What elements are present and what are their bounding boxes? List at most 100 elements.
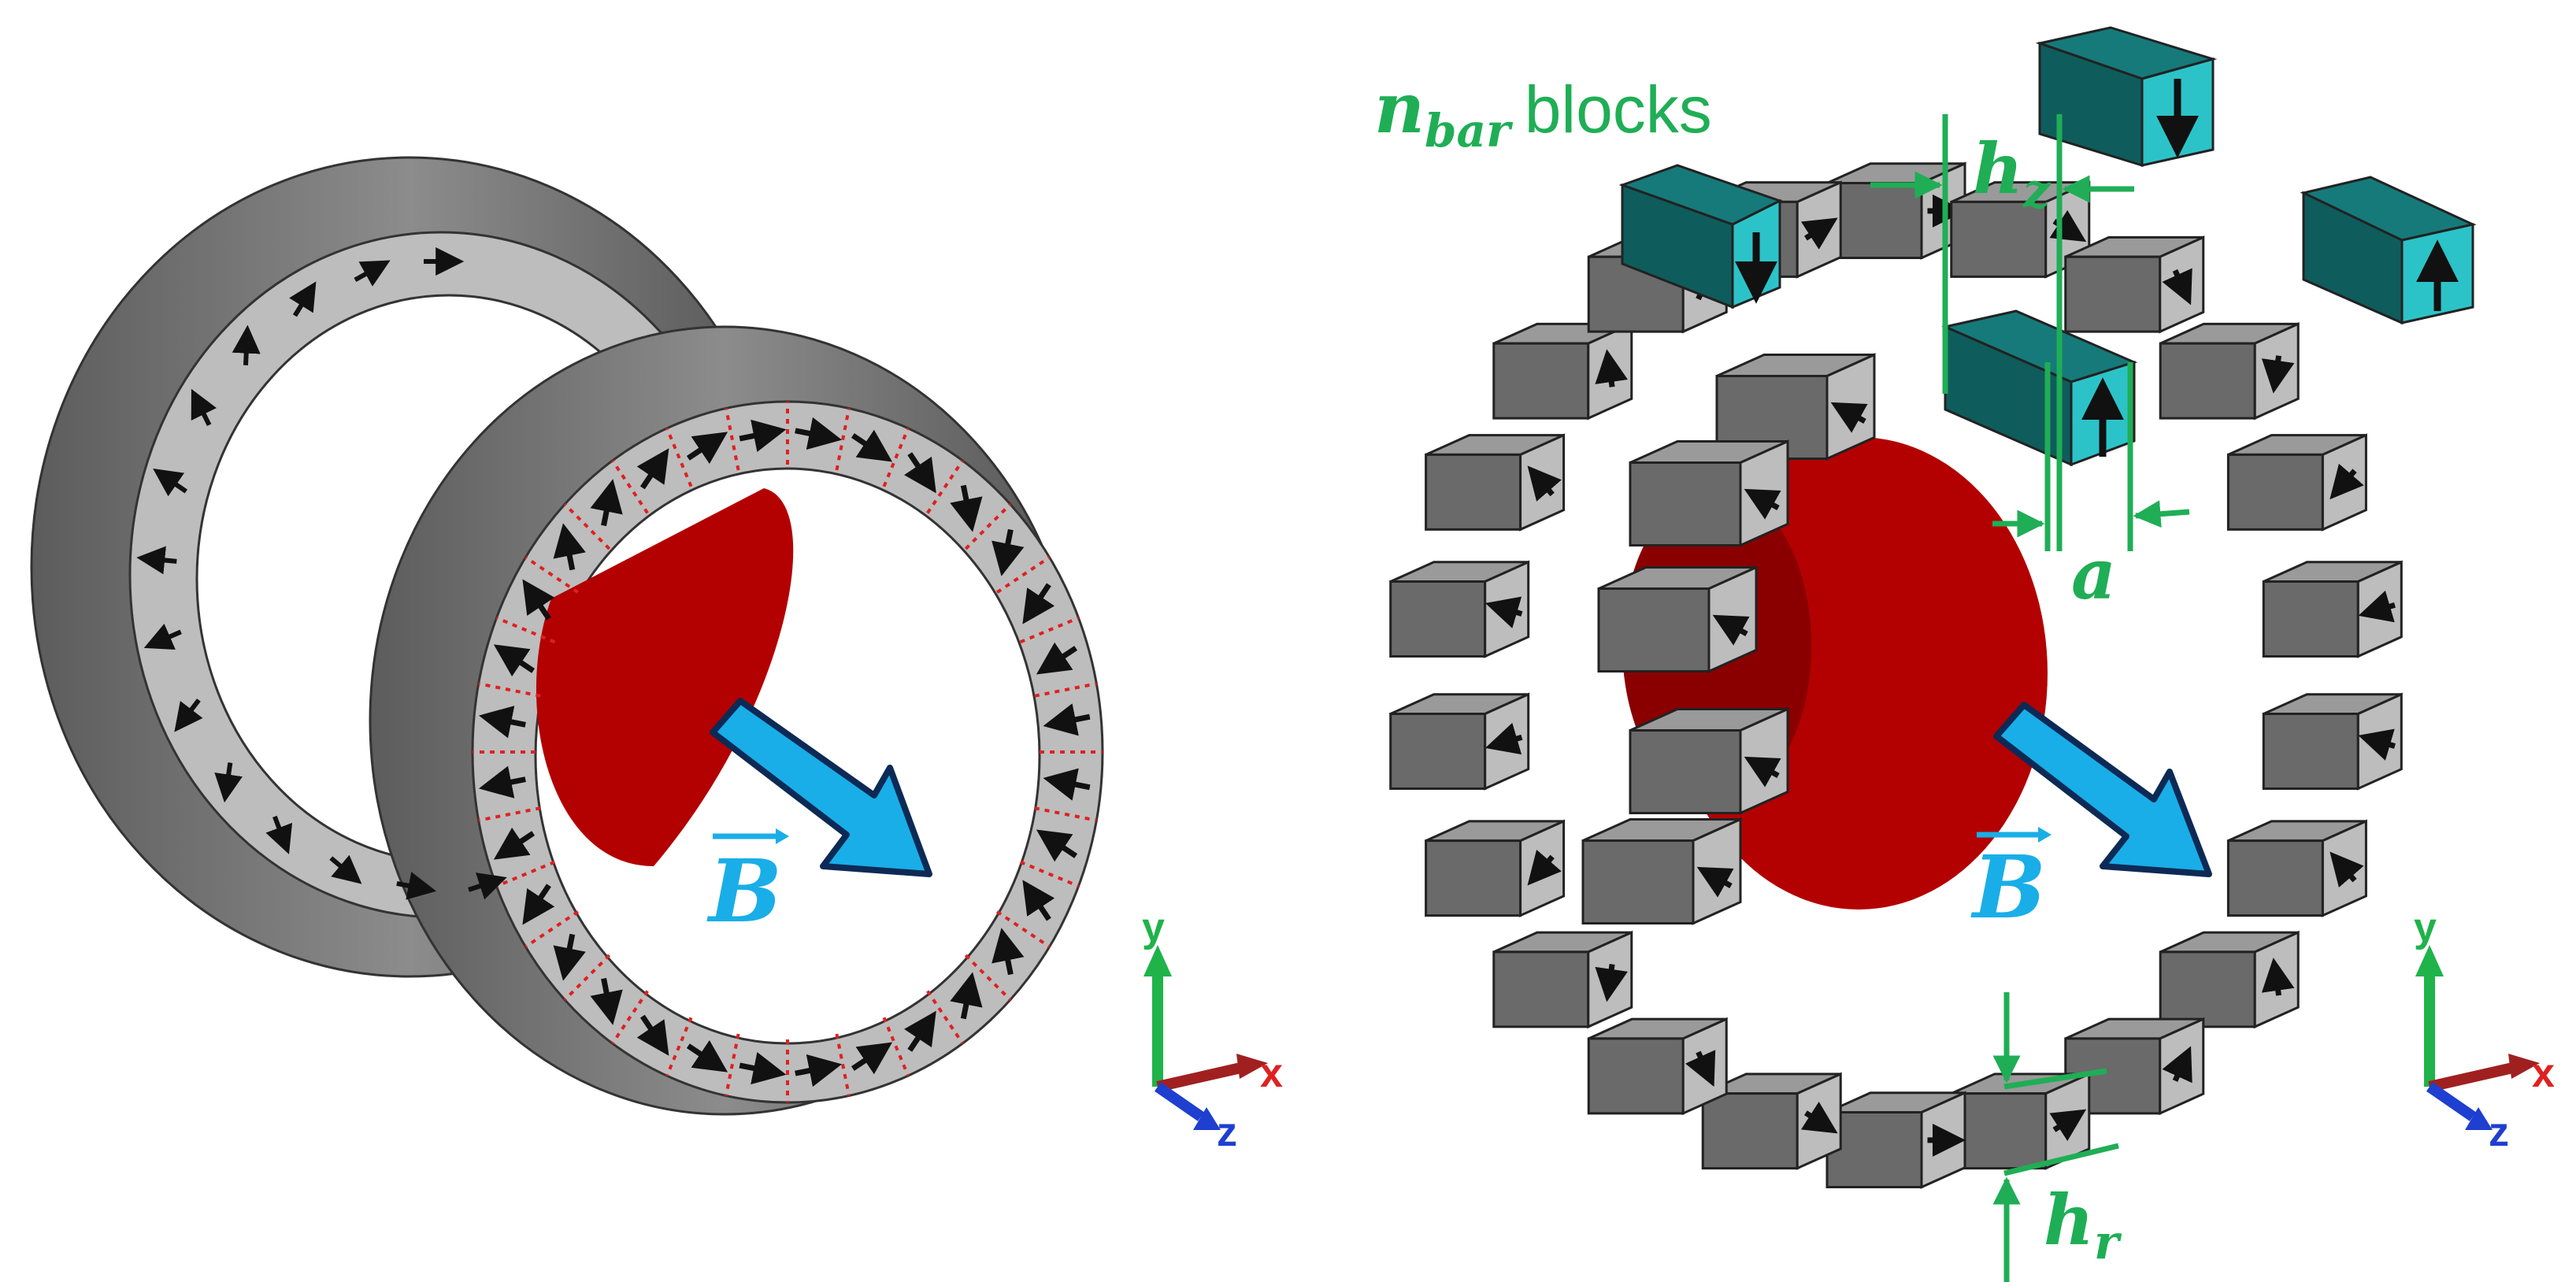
magnetization-arrow-icon	[1744, 756, 1781, 787]
nbar-suffix: blocks	[1525, 72, 1712, 146]
segment-divider	[495, 616, 556, 644]
continuous-halbach-rings: B y x z	[30, 156, 1283, 1155]
sphere-left-front	[536, 488, 794, 866]
magnet-block	[1425, 433, 1566, 532]
magnetization-arrow-icon	[795, 1054, 843, 1087]
magnet-block	[1701, 1072, 1842, 1170]
segment-divider	[611, 990, 649, 1045]
axis-y-label: y	[1142, 905, 1165, 950]
magnetization-arrow-icon	[2358, 590, 2396, 623]
magnet-block	[1389, 692, 1530, 791]
magnetization-arrow-icon	[739, 419, 787, 453]
field-arrow-icon	[710, 698, 932, 877]
segment-divider	[725, 1033, 740, 1096]
magnetization-arrow-icon	[739, 1051, 787, 1085]
magnetization-arrow-icon	[191, 388, 217, 427]
magnetization-arrow-icon	[1595, 963, 1629, 1002]
magnetization-arrow-icon	[851, 429, 893, 462]
magnet-block	[1425, 819, 1566, 917]
segment-divider	[882, 1017, 910, 1076]
magnetization-arrow-icon	[1696, 866, 1734, 898]
segment-divider	[524, 910, 580, 948]
segment-divider	[1034, 806, 1097, 822]
axis-triad-icon: y x z	[1142, 905, 1283, 1155]
magnetization-arrow-icon	[1712, 614, 1750, 646]
segment-divider	[1034, 682, 1097, 698]
magnet-block	[1950, 1072, 2091, 1170]
magnetization-arrow-icon	[468, 873, 507, 900]
magnetization-arrow-icon	[174, 698, 203, 732]
magnetization-arrow-icon	[991, 928, 1025, 976]
magnetization-arrow-icon	[1022, 583, 1055, 624]
magnet-block	[1629, 707, 1789, 815]
nbar-symbol: n	[1374, 67, 1425, 149]
magnetization-arrow-icon	[904, 1010, 936, 1052]
magnetization-arrow-icon	[686, 1039, 728, 1073]
segment-divider	[1019, 860, 1080, 888]
magnetization-arrow-icon	[232, 324, 261, 365]
magnetization-arrow-icon	[1595, 349, 1629, 387]
magnetization-arrow-icon	[1043, 703, 1091, 736]
segment-divider	[835, 408, 851, 471]
nbar-subscript: bar	[1425, 104, 1514, 157]
magnetization-arrow-icon	[1527, 849, 1562, 886]
magnet-block	[1587, 1017, 1728, 1116]
magnetization-arrow-icon	[553, 523, 586, 571]
magnetization-arrow-icon	[553, 933, 586, 981]
magnetization-arrow-icon	[2330, 463, 2364, 500]
magnet-block	[2064, 235, 2205, 334]
magnet-block	[1715, 353, 1876, 461]
magnetization-arrow-icon	[1830, 402, 1868, 433]
segment-divider	[964, 954, 1012, 1002]
magnetization-arrow-icon	[1527, 465, 1562, 502]
magnet-block	[2226, 433, 2367, 532]
magnetization-arrow-icon	[354, 260, 391, 287]
magnetization-arrow-icon	[396, 872, 437, 900]
magnetization-arrow-icon	[522, 579, 555, 621]
highlighted-blocks	[1618, 26, 2477, 467]
field-label-left: B	[706, 828, 789, 942]
magnetization-arrow-icon	[265, 815, 293, 854]
segment-divider	[725, 408, 740, 471]
magnetization-arrow-icon	[795, 417, 843, 450]
magnetization-arrow-icon	[636, 448, 669, 490]
hr-subscript: r	[2094, 1215, 2122, 1270]
hz-label: hz	[1973, 128, 2052, 219]
magnet-block	[1629, 439, 1789, 547]
magnetization-arrow-icon	[143, 623, 182, 650]
magnet-block	[2159, 322, 2300, 421]
magnetization-arrow-icon	[2162, 1046, 2192, 1084]
magnetization-arrow-icon	[2261, 958, 2295, 996]
magnetization-arrow-icon	[478, 765, 526, 798]
axis-z-label-right: z	[2489, 1110, 2509, 1155]
segment-divider	[926, 990, 964, 1045]
gap-symbol: a	[2071, 533, 2116, 615]
field-vector-label-right: B	[1970, 836, 2046, 938]
magnetization-arrow-icon	[1800, 217, 1838, 250]
magnetization-arrow-icon	[2358, 728, 2396, 761]
magnetization-arrow-icon	[153, 469, 188, 497]
magnetization-arrow-icon	[214, 762, 243, 803]
magnetization-arrow-icon	[636, 1014, 669, 1056]
magnetization-arrow-icon	[686, 432, 728, 465]
magnetization-arrow-icon	[1484, 596, 1523, 628]
magnet-block	[1389, 560, 1530, 658]
magnetization-arrow-icon	[904, 452, 936, 494]
magnetization-arrow-icon	[289, 281, 317, 317]
magnetization-arrow-icon	[2330, 851, 2364, 888]
segment-divider	[611, 459, 649, 514]
magnetization-arrow-icon	[1685, 1050, 1716, 1087]
magnetization-arrow-icon	[522, 884, 555, 925]
magnetization-arrow-icon	[590, 479, 623, 527]
hz-symbol: h	[1973, 128, 2023, 209]
segment-divider	[478, 682, 541, 698]
magnetization-arrow-icon	[991, 528, 1025, 576]
svg-text:hz: hz	[1973, 128, 2052, 219]
magnetization-arrow-icon	[950, 972, 983, 1020]
magnetization-arrow-icon	[1036, 829, 1078, 862]
magnetization-arrow-icon	[1484, 722, 1523, 755]
magnetization-arrow-icon	[329, 854, 362, 884]
magnet-block	[2159, 930, 2300, 1029]
